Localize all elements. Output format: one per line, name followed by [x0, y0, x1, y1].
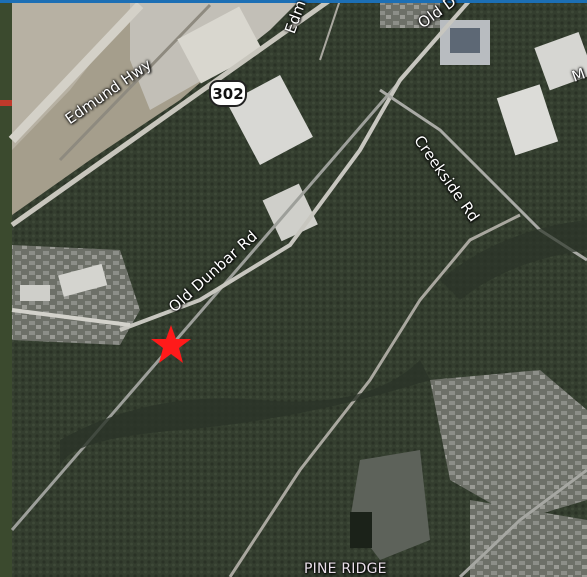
edmund-hwy-road: [10, 0, 332, 228]
top-accent-bar: [0, 0, 587, 3]
pine-ridge-label: PINE RIDGE: [304, 561, 387, 577]
red-star-icon[interactable]: [149, 323, 193, 367]
route-number: 302: [212, 84, 244, 103]
pond: [350, 512, 372, 548]
route-shield-icon: 302: [209, 80, 247, 107]
utility-corridor: [228, 213, 521, 577]
warehouse-building: [227, 75, 313, 165]
star-marker-shape: [151, 325, 191, 363]
residential-area: [430, 370, 587, 520]
left-edge-strip: [0, 0, 12, 577]
old-dunbar-road: [119, 0, 472, 332]
industrial-park: [12, 245, 140, 345]
